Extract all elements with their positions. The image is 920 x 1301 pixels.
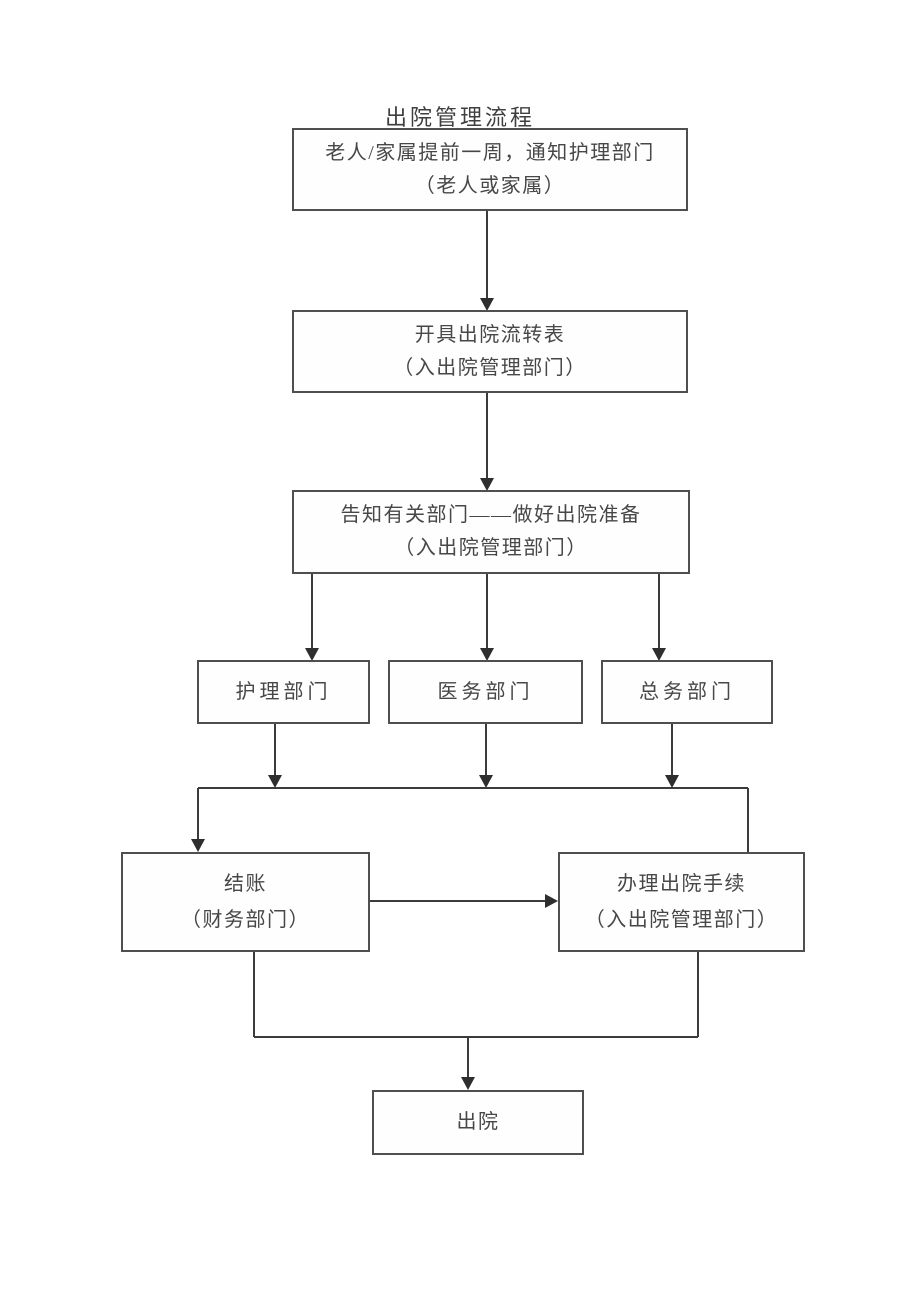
node-issue-line1: 开具出院流转表: [414, 323, 566, 346]
node-medical-label: 医务部门: [437, 680, 534, 703]
node-notify-nursing-dept: 老人/家属提前一周，通知护理部门 （老人或家属）: [292, 128, 688, 211]
node-settle-line2: （财务部门）: [181, 909, 310, 931]
node-issue-discharge-form: 开具出院流转表 （入出院管理部门）: [292, 310, 688, 393]
edge-inform-to-general: [652, 574, 666, 661]
node-discharge-label: 出院: [456, 1111, 500, 1133]
node-inform-line2: （入出院管理部门）: [394, 537, 588, 559]
node-settle-line1: 结账: [224, 873, 267, 895]
edge-notify-to-issue: [480, 211, 494, 311]
edge-join-bar-to-discharge: [461, 1037, 475, 1090]
edge-issue-to-inform: [480, 393, 494, 491]
node-nursing-department: 护理部门: [197, 660, 370, 724]
node-discharge: 出院: [372, 1090, 584, 1155]
node-procedures-line1: 办理出院手续: [617, 873, 746, 895]
node-general-affairs-department: 总务部门: [601, 660, 773, 724]
node-discharge-procedures: 办理出院手续 （入出院管理部门）: [558, 852, 805, 952]
page-title: 出院管理流程: [384, 105, 535, 130]
edge-merge-bar-to-settle: [191, 788, 205, 852]
node-inform-departments: 告知有关部门——做好出院准备 （入出院管理部门）: [292, 490, 690, 574]
node-issue-line2: （入出院管理部门）: [393, 356, 587, 379]
edge-medical-to-merge-bar: [479, 724, 493, 788]
edge-inform-to-nursing: [305, 574, 319, 661]
edge-inform-to-medical: [480, 574, 494, 661]
edge-settle-to-procedures: [370, 894, 558, 908]
node-inform-line1: 告知有关部门——做好出院准备: [340, 504, 642, 526]
node-general-label: 总务部门: [639, 680, 735, 703]
node-procedures-line2: （入出院管理部门）: [584, 909, 779, 931]
node-settle-account: 结账 （财务部门）: [121, 852, 370, 952]
node-notify-line2: （老人或家属）: [414, 174, 566, 197]
edge-nursing-to-merge-bar: [268, 724, 282, 788]
node-notify-line1: 老人/家属提前一周，通知护理部门: [325, 141, 655, 164]
node-medical-department: 医务部门: [388, 660, 583, 724]
node-nursing-label: 护理部门: [235, 680, 332, 703]
edge-general-to-merge-bar: [665, 724, 679, 788]
